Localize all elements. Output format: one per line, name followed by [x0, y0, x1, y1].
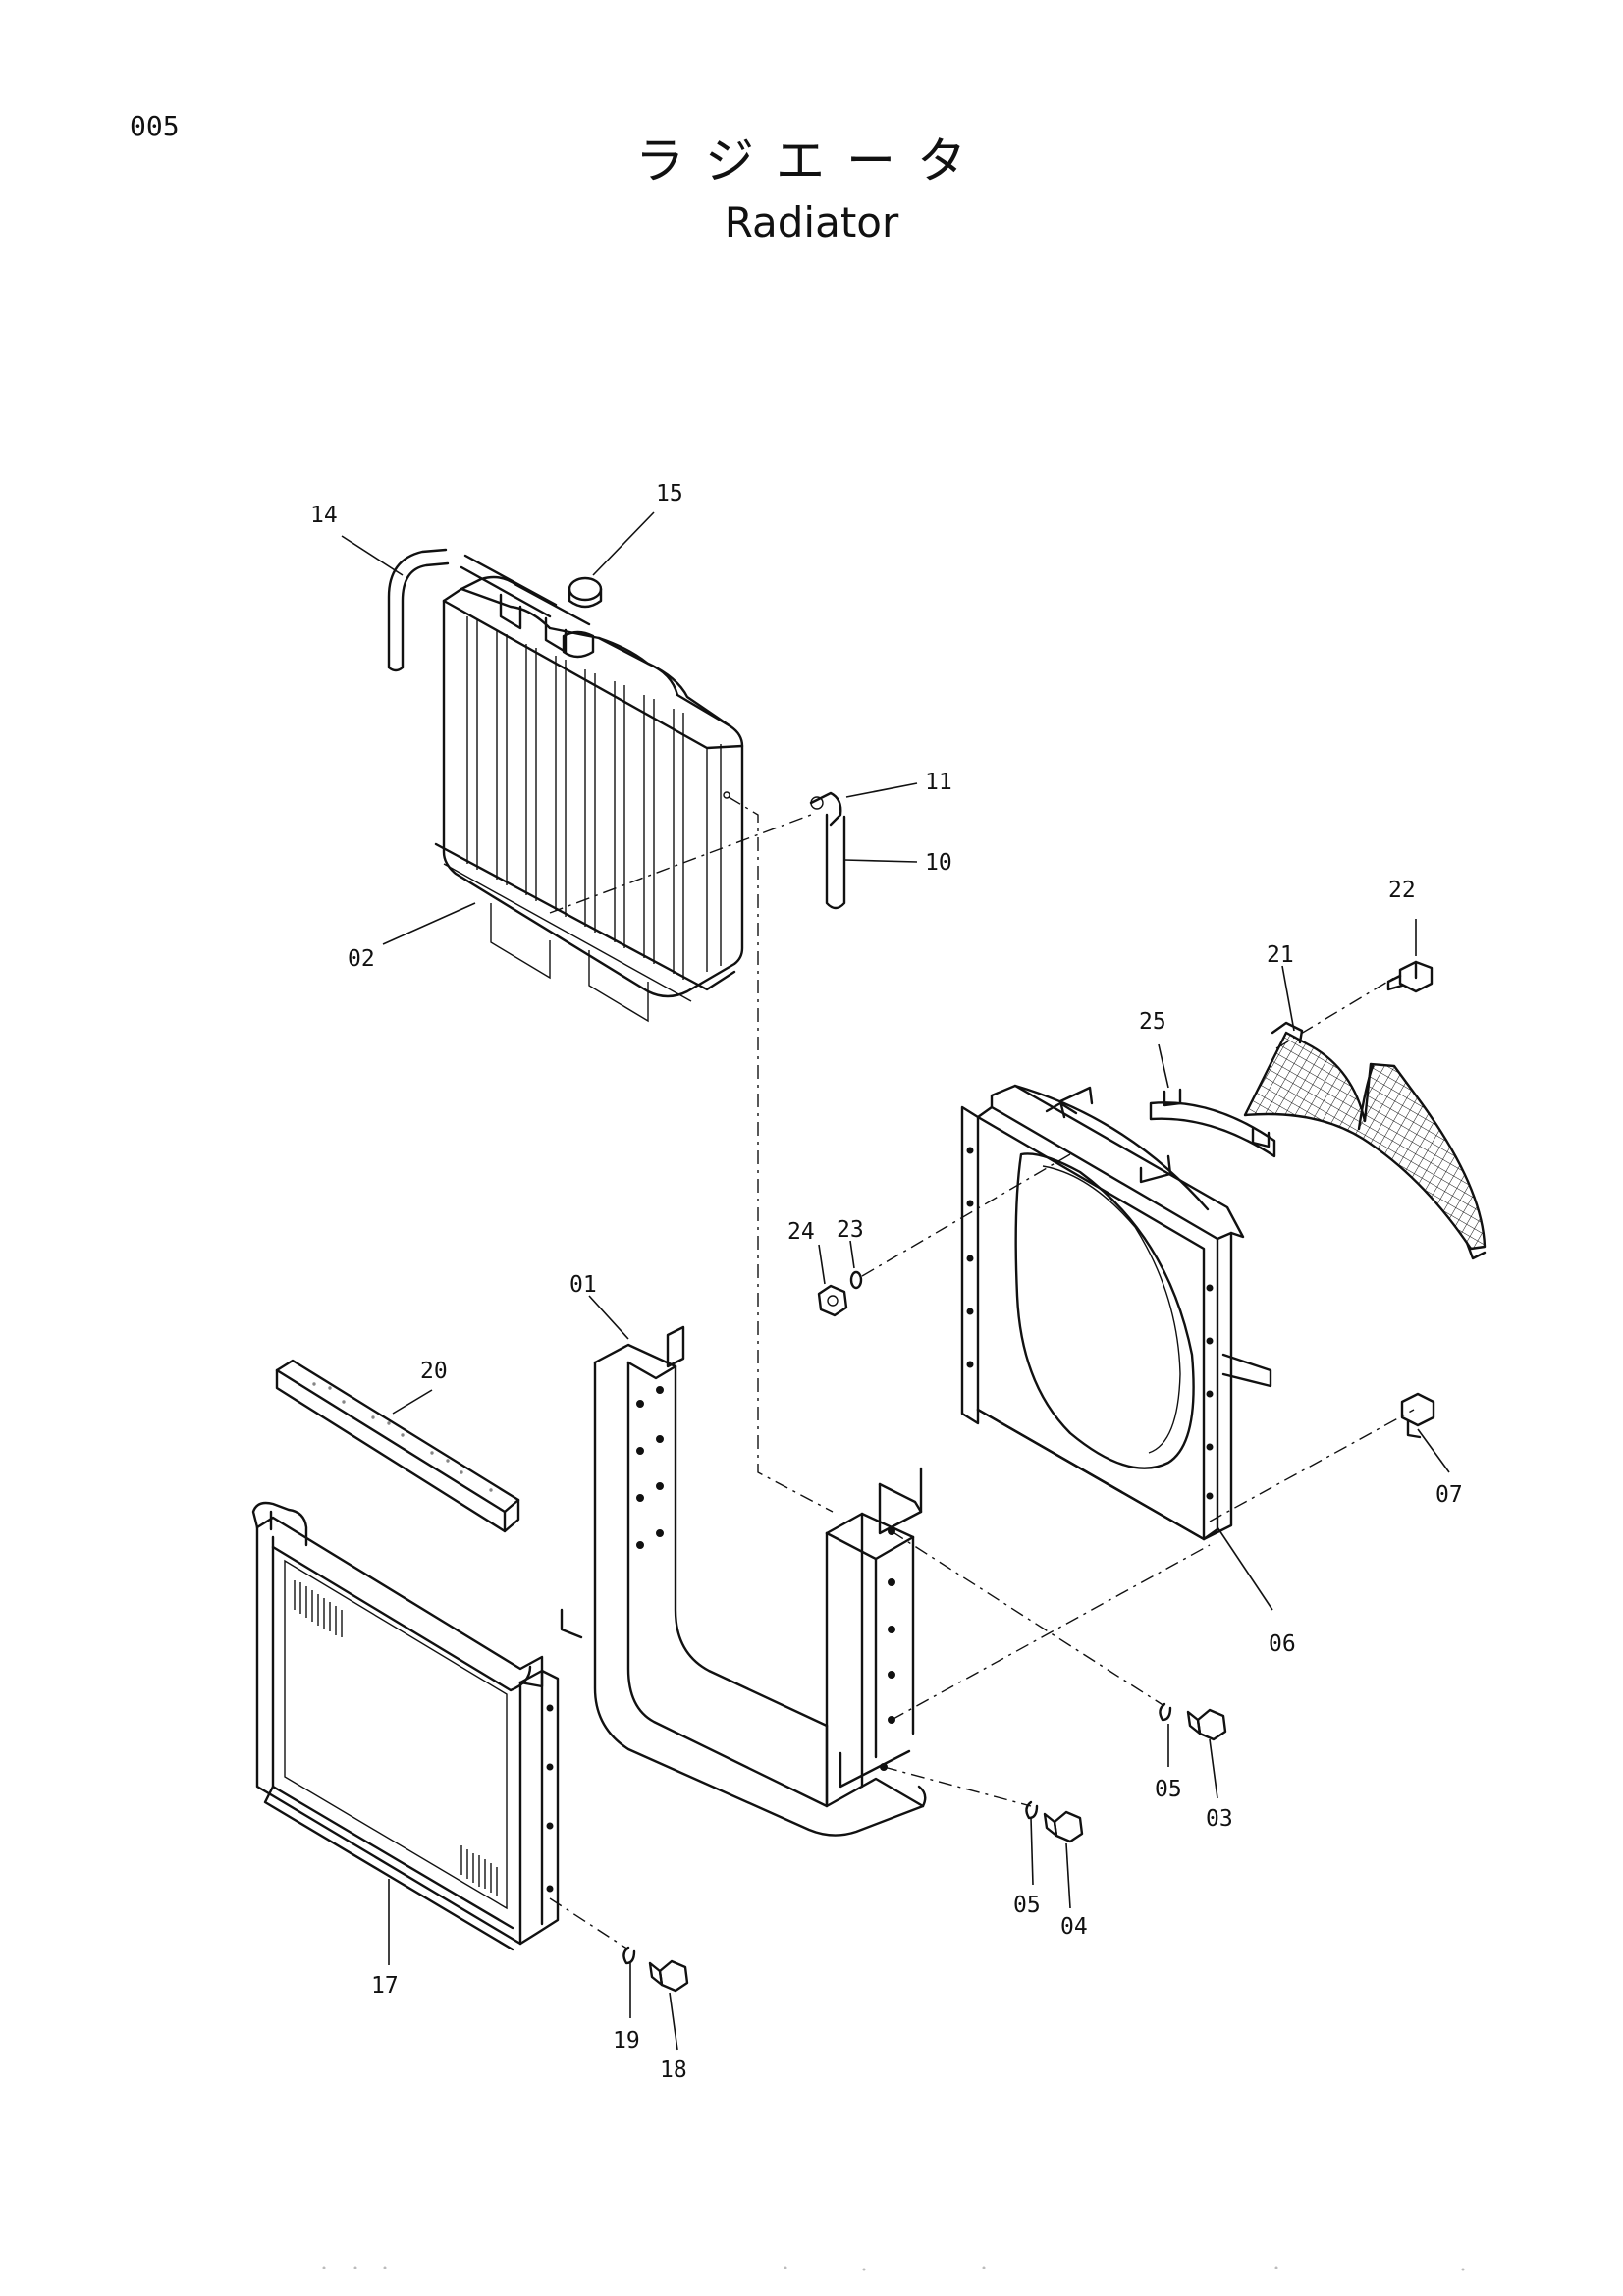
bolt-22	[1386, 960, 1434, 993]
support-bracket	[560, 1325, 927, 1837]
fan-shroud	[960, 1084, 1272, 1541]
callout-04: 04	[1060, 1914, 1088, 1940]
callout-18: 18	[660, 2057, 687, 2083]
callout-22: 22	[1388, 878, 1416, 903]
callout-05b: 05	[1013, 1893, 1041, 1918]
callout-07: 07	[1435, 1482, 1463, 1508]
radiator-core	[434, 575, 744, 1023]
callout-20: 20	[420, 1359, 448, 1384]
title-english: Radiator	[724, 198, 899, 246]
scan-specks	[322, 2266, 1465, 2271]
assembly-lines	[549, 796, 1415, 1950]
callout-10: 10	[925, 850, 952, 876]
title-japanese: ラジエータ	[635, 133, 988, 189]
fan-guard	[1243, 1021, 1487, 1260]
callout-03: 03	[1206, 1806, 1233, 1832]
bolt-18	[622, 1946, 689, 1993]
callout-06: 06	[1269, 1631, 1296, 1657]
callout-11: 11	[925, 770, 952, 795]
callout-24: 24	[787, 1219, 815, 1245]
leader-lines	[341, 511, 1450, 2051]
callout-02: 02	[348, 946, 375, 972]
callout-21: 21	[1267, 942, 1294, 968]
clamp-band	[1149, 1088, 1276, 1158]
title-block: ラジエータ Radiator	[0, 132, 1623, 251]
seal-strip	[275, 1359, 520, 1533]
callout-19: 19	[613, 2028, 640, 2054]
callout-15: 15	[656, 481, 683, 507]
drain-fitting	[809, 791, 846, 910]
page-number: 005	[130, 110, 180, 142]
bolt-03	[1159, 1702, 1227, 1741]
callout-14: 14	[310, 503, 338, 528]
overflow-hose	[387, 548, 558, 672]
oil-cooler	[251, 1501, 560, 1951]
bolt-04	[1025, 1800, 1084, 1843]
bolt-07	[1400, 1392, 1435, 1439]
radiator-cap	[562, 576, 603, 659]
callout-labels: 14 15 11 10 02 22 21 25 23 24 01 20 07 0…	[310, 481, 1463, 2083]
callout-17: 17	[371, 1973, 399, 1999]
callout-23: 23	[837, 1217, 864, 1243]
callout-05a: 05	[1155, 1777, 1182, 1802]
callout-01: 01	[569, 1272, 597, 1298]
callout-25: 25	[1139, 1009, 1166, 1035]
nut-washer	[817, 1270, 863, 1317]
